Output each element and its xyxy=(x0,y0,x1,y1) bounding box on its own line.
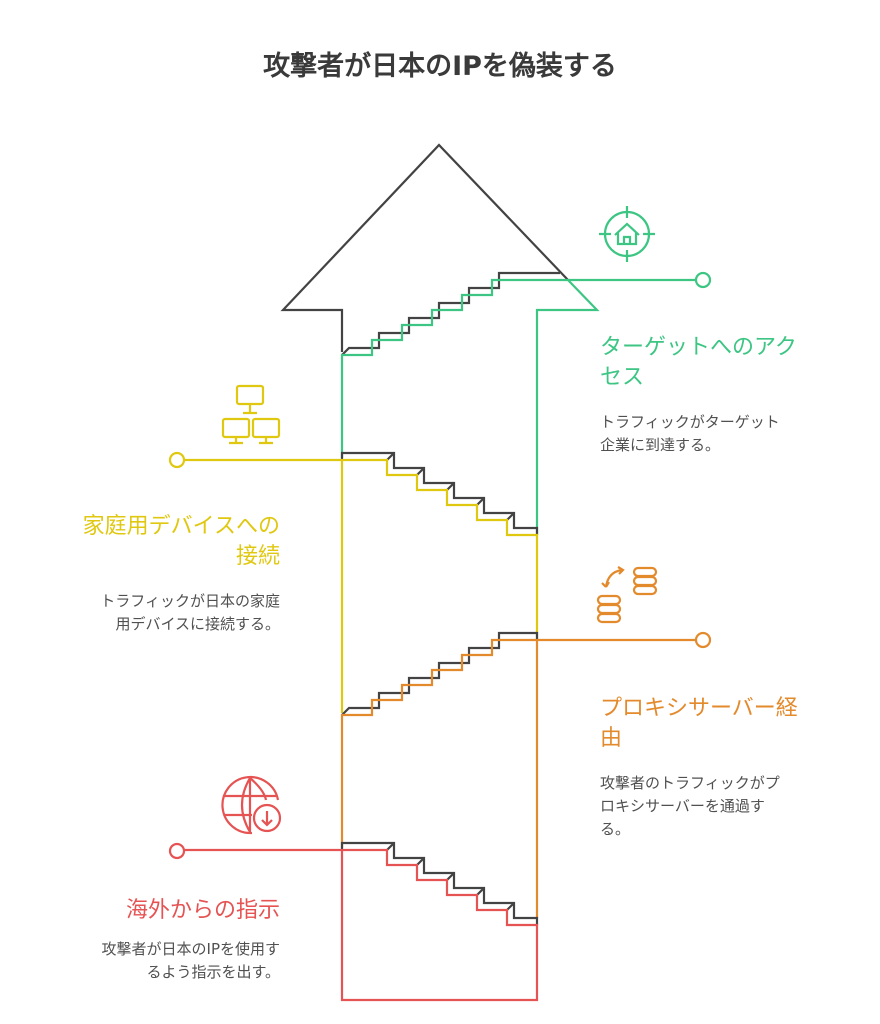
connector-dot-home-devices xyxy=(168,451,186,469)
title-line: ターゲットへのアク xyxy=(600,335,797,360)
desc-line: トラフィックが日本の家庭 xyxy=(100,592,280,610)
page-title: 攻撃者が日本のIPを偽装する xyxy=(263,51,617,82)
step-title: 海外からの指示 xyxy=(102,896,280,926)
step-home-devices: 家庭用デバイスへの 接続 トラフィックが日本の家庭 用デバイスに接続する。 xyxy=(83,512,280,636)
step-description: 攻撃者が日本のIPを使用す るよう指示を出す。 xyxy=(102,938,280,984)
stair-yellow xyxy=(177,451,539,713)
title-line: 家庭用デバイスへの xyxy=(82,514,280,539)
step-description: 攻撃者のトラフィックがプ ロキシサーバーを通過す る。 xyxy=(600,772,798,841)
step-title: ターゲットへのアク セス xyxy=(600,333,797,393)
desc-line: トラフィックがターゲット xyxy=(600,413,780,431)
step-description: トラフィックが日本の家庭 用デバイスに接続する。 xyxy=(83,590,280,636)
stair-red xyxy=(177,841,539,1002)
desc-line: るよう指示を出す。 xyxy=(146,963,280,981)
stair-green xyxy=(340,271,700,535)
target-home-icon xyxy=(599,206,655,262)
server-exchange-icon xyxy=(596,566,658,624)
step-title: プロキシサーバー経 由 xyxy=(600,694,798,754)
desc-line: 企業に到達する。 xyxy=(600,436,721,454)
stair-orange xyxy=(340,631,700,918)
step-overseas: 海外からの指示 攻撃者が日本のIPを使用す るよう指示を出す。 xyxy=(102,896,280,984)
arrow-outline xyxy=(280,143,569,352)
title-line: 接続 xyxy=(235,544,280,569)
desc-line: 攻撃者が日本のIPを使用す xyxy=(101,940,280,958)
connector-dot-overseas xyxy=(168,842,186,860)
desc-line: ロキシサーバーを通過す xyxy=(600,797,765,815)
network-computers-icon xyxy=(221,384,281,445)
step-proxy: プロキシサーバー経 由 攻撃者のトラフィックがプ ロキシサーバーを通過す る。 xyxy=(600,694,798,841)
step-target: ターゲットへのアク セス トラフィックがターゲット 企業に到達する。 xyxy=(600,333,797,457)
step-description: トラフィックがターゲット 企業に到達する。 xyxy=(600,411,797,457)
desc-line: 攻撃者のトラフィックがプ xyxy=(600,774,780,792)
title-line: プロキシサーバー経 xyxy=(600,696,798,721)
desc-line: る。 xyxy=(600,820,631,838)
connector-dot-target xyxy=(694,271,712,289)
title-line: 海外からの指示 xyxy=(125,898,280,923)
desc-line: 用デバイスに接続する。 xyxy=(115,615,280,633)
globe-download-icon xyxy=(221,775,282,835)
connector-dot-proxy xyxy=(694,631,712,649)
step-title: 家庭用デバイスへの 接続 xyxy=(83,512,280,572)
title-line: セス xyxy=(600,365,645,390)
title-line: 由 xyxy=(600,726,623,751)
